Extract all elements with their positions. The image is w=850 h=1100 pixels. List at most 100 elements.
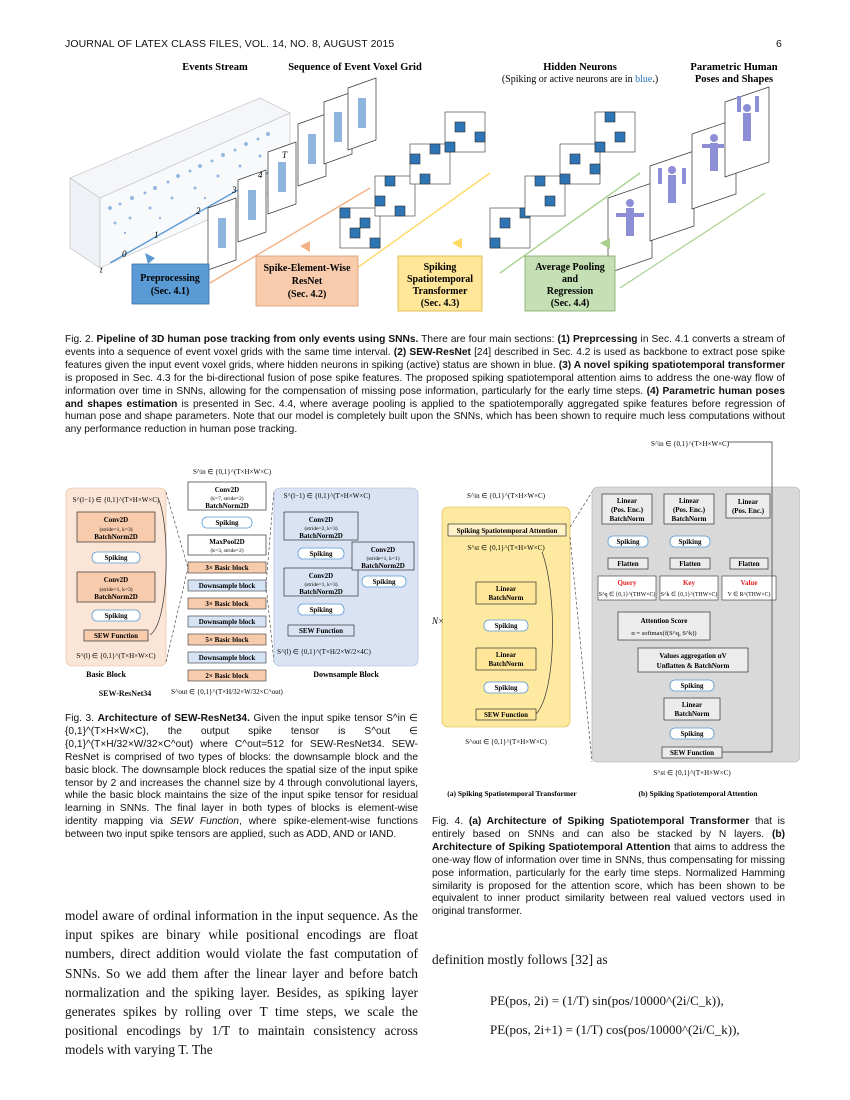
- svg-text:Downsample block: Downsample block: [199, 654, 256, 662]
- svg-text:S^in ∈ {0,1}^(T×H×W×C): S^in ∈ {0,1}^(T×H×W×C): [651, 440, 730, 448]
- svg-text:Conv2D: Conv2D: [371, 546, 396, 554]
- svg-text:S^out ∈ {0,1}^(T×H/32×W/32×C^o: S^out ∈ {0,1}^(T×H/32×W/32×C^out): [171, 688, 283, 696]
- svg-text:2× Basic block: 2× Basic block: [205, 672, 248, 680]
- svg-text:(Sec. 4.1): (Sec. 4.1): [151, 286, 190, 297]
- svg-text:Conv2D: Conv2D: [104, 576, 129, 584]
- svg-text:BatchNorm: BatchNorm: [672, 515, 707, 523]
- svg-text:BatchNorm2D: BatchNorm2D: [361, 562, 405, 570]
- basic-conv-2: [76, 571, 156, 603]
- svg-text:Spiking: Spiking: [216, 519, 239, 527]
- running-header: JOURNAL OF LATEX CLASS FILES, VOL. 14, N…: [65, 38, 395, 50]
- svg-text:S^(l−1) ∈ {0,1}^(T×H×W×C): S^(l−1) ∈ {0,1}^(T×H×W×C): [73, 496, 160, 504]
- svg-text:Spiking: Spiking: [617, 538, 640, 546]
- svg-text:Spiking Spatiotemporal Attenti: Spiking Spatiotemporal Attention: [457, 527, 558, 535]
- svg-text:Conv2D: Conv2D: [309, 572, 334, 580]
- time-labels: t 0 1 2 3 4 T: [100, 150, 288, 275]
- svg-text:MaxPool2D: MaxPool2D: [209, 538, 244, 546]
- svg-text:Regression: Regression: [547, 286, 594, 297]
- svg-text:Spiking: Spiking: [495, 622, 518, 630]
- stage-arrows: [145, 238, 610, 264]
- svg-text:SEW Function: SEW Function: [670, 749, 714, 757]
- svg-text:Linear: Linear: [682, 701, 702, 709]
- net-conv: [187, 481, 267, 511]
- svg-text:Spiking: Spiking: [373, 578, 396, 586]
- svg-text:N×: N×: [432, 616, 444, 626]
- net-block-stack: 3× Basic block Downsample block 3× Basic…: [187, 561, 267, 682]
- svg-text:Flatten: Flatten: [617, 560, 638, 568]
- svg-text:Spiking: Spiking: [310, 550, 333, 558]
- time-axis-voxel: [209, 187, 371, 284]
- svg-text:3× Basic block: 3× Basic block: [205, 600, 248, 608]
- svg-text:SEW Function: SEW Function: [299, 627, 343, 635]
- sew-resnet-label: SEW-ResNet34: [98, 689, 152, 698]
- body-text-left: model aware of ordinal information in th…: [65, 908, 418, 1058]
- svg-text:(Sec. 4.4): (Sec. 4.4): [551, 298, 590, 309]
- svg-text:SEW Function: SEW Function: [484, 711, 528, 719]
- svg-text:Average Pooling: Average Pooling: [535, 262, 605, 273]
- svg-text:(k=7, stride=2): (k=7, stride=2): [210, 495, 243, 502]
- svg-text:Query: Query: [617, 579, 637, 587]
- equation-pe-odd: PE(pos, 2i+1) = (1/T) cos(pos/10000^(2i/…: [490, 1022, 740, 1037]
- svg-text:α = softmax(f(S^q, S^k)): α = softmax(f(S^q, S^k)): [631, 630, 696, 637]
- svg-text:and: and: [562, 274, 579, 285]
- svg-text:Downsample block: Downsample block: [199, 618, 256, 626]
- svg-text:3× Basic block: 3× Basic block: [205, 564, 248, 572]
- svg-text:Value: Value: [741, 579, 758, 587]
- basic-spiking-2: [91, 609, 141, 622]
- equation-pe-even: PE(pos, 2i) = (1/T) sin(pos/10000^(2i/C_…: [490, 993, 724, 1008]
- title-params-1: Parametric Human: [690, 62, 777, 73]
- svg-text:Key: Key: [683, 579, 696, 587]
- svg-text:Unflatten & BatchNorm: Unflatten & BatchNorm: [657, 662, 730, 670]
- svg-text:T: T: [282, 150, 288, 160]
- svg-text:Flatten: Flatten: [738, 560, 759, 568]
- svg-text:Conv2D: Conv2D: [215, 486, 240, 494]
- time-axis-output: [619, 192, 766, 289]
- human-mesh-figures: [616, 96, 759, 236]
- svg-text:Linear: Linear: [496, 651, 516, 659]
- title-voxel-grid: Sequence of Event Voxel Grid: [288, 62, 422, 73]
- svg-text:Spiking: Spiking: [681, 682, 704, 690]
- svg-text:SEW Function: SEW Function: [94, 632, 138, 640]
- svg-text:BatchNorm2D: BatchNorm2D: [299, 532, 343, 540]
- svg-text:Conv2D: Conv2D: [309, 516, 334, 524]
- svg-text:Conv2D: Conv2D: [104, 516, 129, 524]
- svg-text:(Sec. 4.3): (Sec. 4.3): [421, 298, 460, 309]
- svg-text:BatchNorm: BatchNorm: [610, 515, 645, 523]
- basic-skip: [149, 497, 167, 636]
- svg-text:S^in ∈ {0,1}^(T×H×W×C): S^in ∈ {0,1}^(T×H×W×C): [193, 468, 272, 476]
- svg-text:(Pos. Enc.): (Pos. Enc.): [732, 507, 765, 515]
- svg-text:Spiking: Spiking: [495, 684, 518, 692]
- time-axis-pool: [499, 172, 641, 274]
- svg-text:BatchNorm: BatchNorm: [489, 660, 524, 668]
- svg-text:Spatiotemporal: Spatiotemporal: [407, 274, 473, 285]
- net-maxpool: [187, 534, 267, 556]
- basic-spiking-1: [91, 551, 141, 564]
- svg-text:(stride=2, k=3): (stride=2, k=3): [304, 525, 337, 532]
- box-average-pooling: [524, 255, 616, 312]
- figure-2-caption: Fig. 2. Pipeline of 3D human pose tracki…: [65, 334, 786, 436]
- svg-text:Downsample block: Downsample block: [199, 582, 256, 590]
- svg-text:Values aggregation αV: Values aggregation αV: [659, 652, 726, 660]
- svg-text:Linear: Linear: [738, 498, 758, 506]
- svg-text:0: 0: [122, 249, 127, 259]
- title-events-stream: Events Stream: [182, 62, 248, 73]
- downsample-block-label: Downsample Block: [313, 670, 379, 679]
- svg-text:(Sec. 4.2): (Sec. 4.2): [288, 289, 327, 300]
- svg-text:Spiking: Spiking: [310, 606, 333, 614]
- svg-text:4: 4: [258, 170, 263, 180]
- svg-text:ResNet: ResNet: [292, 276, 323, 287]
- svg-text:1: 1: [154, 230, 159, 240]
- svg-text:S^st ∈ {0,1}^(T×H×W×C): S^st ∈ {0,1}^(T×H×W×C): [467, 544, 545, 552]
- svg-text:3: 3: [231, 185, 237, 195]
- svg-text:Attention Score: Attention Score: [641, 617, 688, 625]
- svg-text:BatchNorm: BatchNorm: [489, 594, 524, 602]
- svg-text:Linear: Linear: [679, 497, 699, 505]
- basic-conv-1: [76, 511, 156, 543]
- svg-text:Spiking: Spiking: [681, 730, 704, 738]
- svg-text:BatchNorm2D: BatchNorm2D: [205, 502, 249, 510]
- svg-text:BatchNorm: BatchNorm: [675, 710, 710, 718]
- svg-text:S^k ∈ {0,1}^(THW×C): S^k ∈ {0,1}^(THW×C): [661, 591, 718, 598]
- box-preprocessing: [131, 263, 210, 305]
- svg-text:Spiking: Spiking: [105, 554, 128, 562]
- svg-text:(k=3, stride=2): (k=3, stride=2): [210, 547, 243, 554]
